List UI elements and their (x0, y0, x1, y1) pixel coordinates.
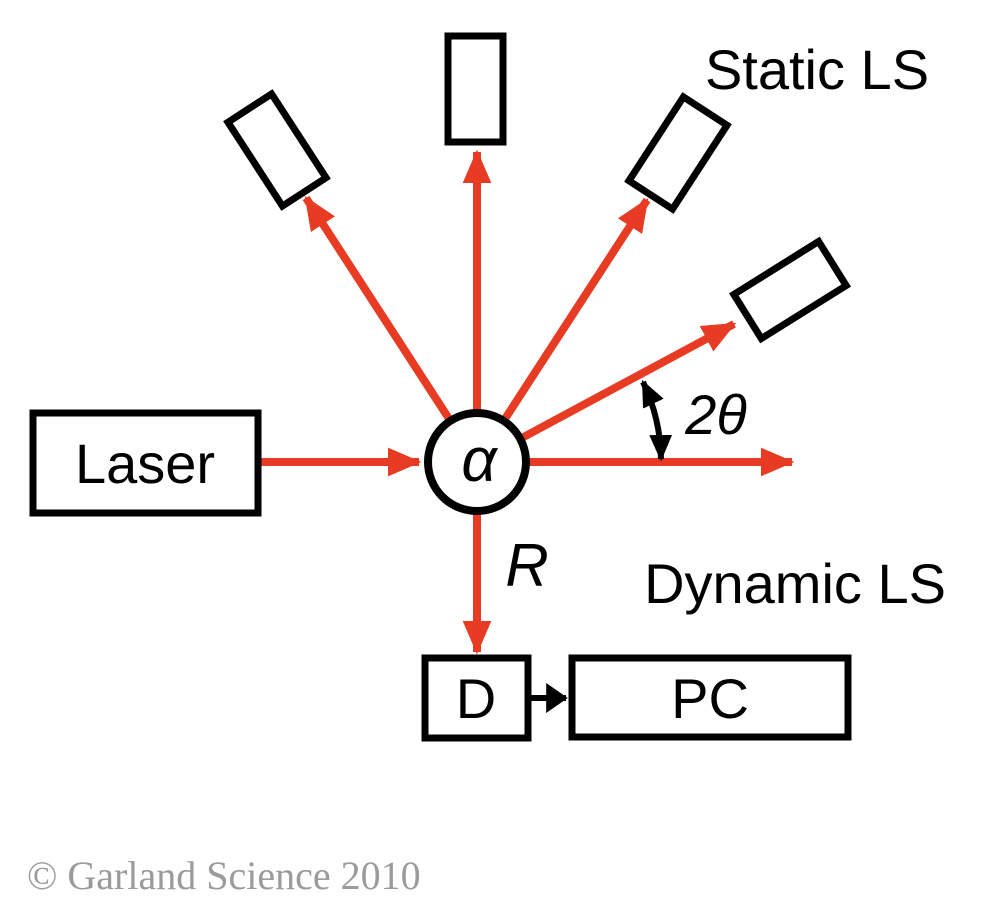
detector-box (421, 654, 532, 742)
detector-rect-right (728, 236, 852, 344)
scattering-angle-arc (640, 379, 673, 462)
pc-box (568, 654, 852, 741)
detector-rect-upper-right (624, 92, 732, 214)
radius-label: R (505, 532, 548, 599)
detector-rect-upper-left (223, 89, 331, 211)
pc-label: PC (671, 667, 749, 730)
laser-label: Laser (75, 432, 215, 495)
sample-cell-circle (424, 409, 530, 515)
static-ls-label: Static LS (705, 38, 929, 101)
detector-rect-top (444, 32, 507, 146)
laser-box (29, 409, 262, 517)
static-detector-group (223, 32, 852, 344)
detector-label: D (456, 667, 496, 730)
alpha-label: α (461, 426, 498, 495)
two-theta-label: 2θ (684, 383, 747, 446)
copyright-text: © Garland Science 2010 (27, 853, 421, 898)
dynamic-ls-label: Dynamic LS (644, 552, 946, 615)
